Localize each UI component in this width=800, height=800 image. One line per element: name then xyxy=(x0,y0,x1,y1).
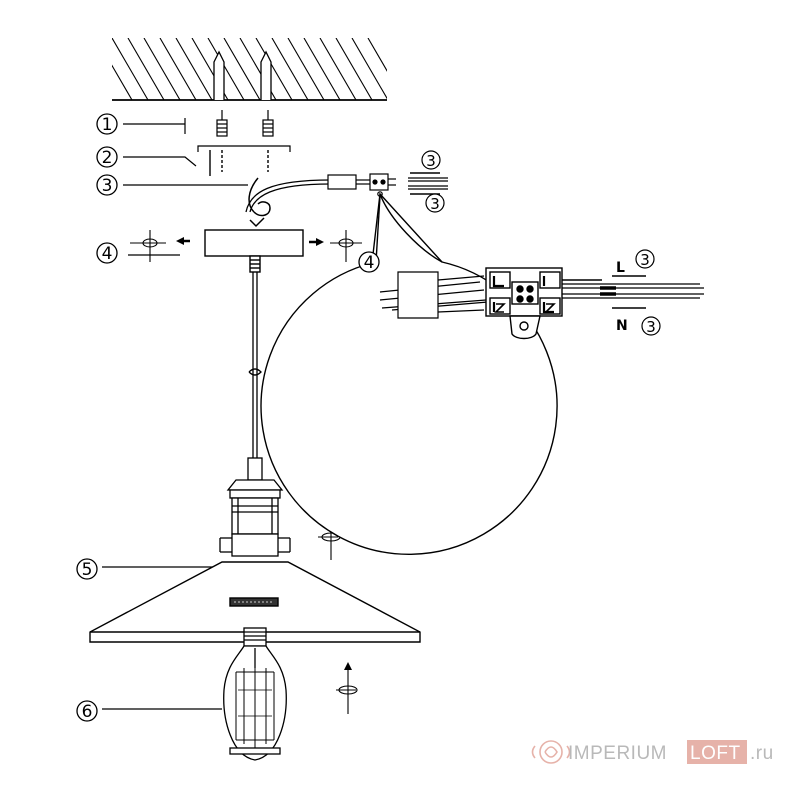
svg-text:L: L xyxy=(616,260,625,276)
detail-view xyxy=(260,192,558,555)
canopy xyxy=(204,229,304,273)
neutral-wire-label: N 3 xyxy=(616,316,661,336)
callout-6-label: 6 xyxy=(82,702,93,722)
svg-text:3: 3 xyxy=(646,318,656,336)
screws xyxy=(209,150,269,176)
callout-2-label: 2 xyxy=(102,148,113,168)
callout-3-label: 3 xyxy=(102,176,113,196)
watermark-ru: .ru xyxy=(750,743,774,764)
callout-1: 1 xyxy=(96,113,118,135)
terminal-marks xyxy=(492,276,556,314)
supply-cable xyxy=(245,179,331,213)
rotate-arrow-right-icon xyxy=(330,230,362,262)
svg-text:3: 3 xyxy=(430,195,440,213)
lamp-socket xyxy=(219,457,291,557)
callout-5-label: 5 xyxy=(82,560,93,580)
svg-text:3: 3 xyxy=(426,152,436,170)
watermark-box xyxy=(687,740,747,764)
watermark: IMPERIUM LOFT .ru xyxy=(531,740,774,764)
detail-output-wires xyxy=(562,275,704,309)
mounting-bracket xyxy=(197,145,291,152)
callout-1-label: 1 xyxy=(102,115,113,135)
brand-logo-icon xyxy=(531,740,571,764)
pendant-cord xyxy=(248,272,262,460)
ceiling xyxy=(112,38,387,101)
rotate-bulb-icon xyxy=(336,662,358,714)
detail-clamp xyxy=(397,271,485,319)
live-wire-label: L 3 xyxy=(616,249,655,276)
edison-bulb xyxy=(223,627,287,761)
detail-callout-4: 4 xyxy=(358,251,380,273)
small-terminal-block xyxy=(369,173,396,197)
wall-plugs xyxy=(216,110,274,137)
svg-text:4: 4 xyxy=(364,253,375,273)
wire-stubs xyxy=(408,172,448,195)
svg-text:3: 3 xyxy=(640,251,650,269)
callout-3: 3 xyxy=(96,174,118,196)
callout-2: 2 xyxy=(96,146,118,168)
leader-lines xyxy=(102,118,248,710)
wire-ref-bottom: 3 xyxy=(425,193,445,213)
callout-4-label: 4 xyxy=(102,244,113,264)
cable-clamp xyxy=(327,174,370,190)
wire-ref-top: 3 xyxy=(421,150,441,170)
right-arrow-icon xyxy=(309,238,324,246)
callout-5: 5 xyxy=(76,558,98,580)
left-arrow-icon xyxy=(176,237,190,245)
watermark-loft: LOFT xyxy=(690,743,741,764)
rotate-arrow-icon xyxy=(130,230,166,262)
watermark-imperium: IMPERIUM xyxy=(568,743,667,764)
callout-4: 4 xyxy=(96,242,118,264)
callout-6: 6 xyxy=(76,700,98,722)
svg-text:N: N xyxy=(616,318,628,334)
ceiling-hook xyxy=(248,177,271,228)
